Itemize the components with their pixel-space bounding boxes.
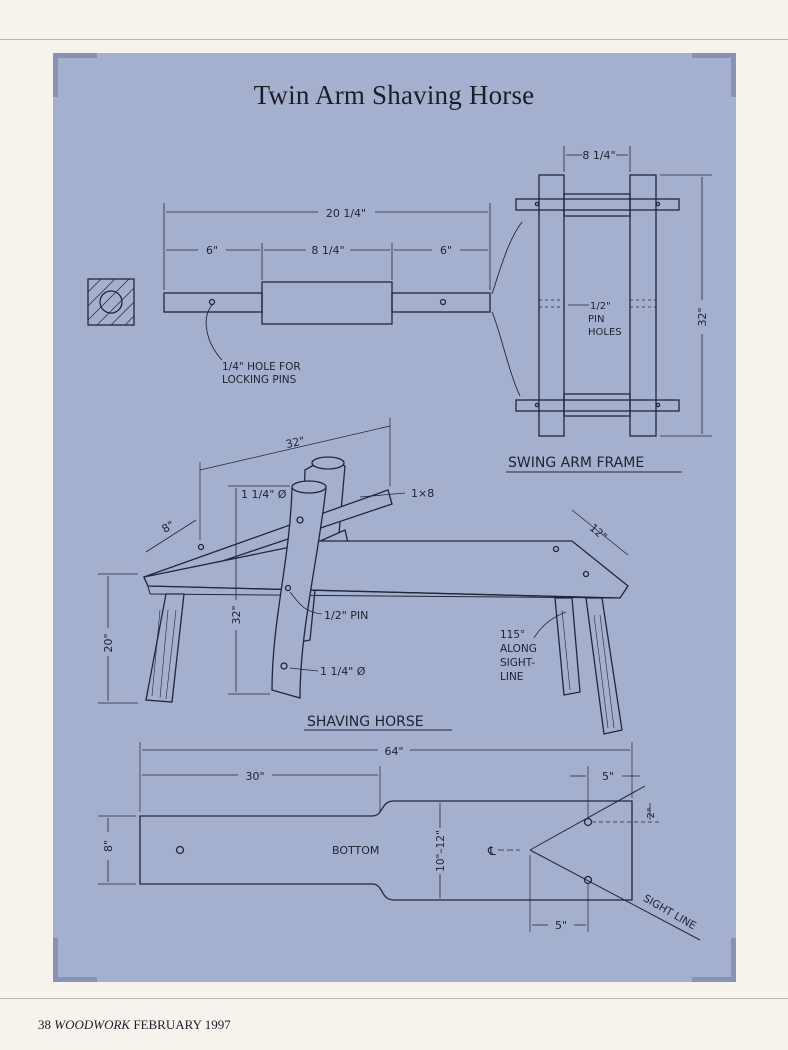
dim-seat-length: 30" [245, 770, 264, 783]
swing-arm-frame-title: SWING ARM FRAME [508, 455, 644, 471]
dim-notch: 5" [602, 770, 614, 783]
top-rule [0, 39, 788, 40]
corner-mark [53, 53, 58, 97]
page-footer: 38 WOODWORK FEBRUARY 1997 [38, 1017, 231, 1033]
half-pin-label: 1/2" PIN [324, 609, 368, 622]
locking-pins-label-2: LOCKING PINS [222, 374, 297, 386]
pin-holes-label-3: HOLES [588, 327, 622, 338]
dim-frame-height: 32" [696, 307, 709, 326]
dim-arm-diameter-top: 1 1/4" Ø [241, 488, 287, 501]
corner-mark [53, 53, 97, 58]
pin-holes-label-1: 1/2" [590, 301, 611, 312]
dim-overall-arm: 20 1/4" [326, 207, 366, 220]
corner-mark [731, 938, 736, 982]
dim-arm-middle: 8 1/4" [311, 244, 344, 257]
dim-notch-bottom: 5" [555, 919, 567, 932]
dim-arm-height: 32" [230, 605, 243, 624]
angle-label-1: 115° [500, 629, 525, 641]
pin-holes-label-2: PIN [588, 314, 604, 325]
page-number: 38 [38, 1017, 51, 1032]
bottom-plan-view [98, 742, 701, 941]
dim-board: 1×8 [411, 487, 434, 500]
swing-arm-frame [506, 146, 712, 473]
dim-front-end-width: 10"–12" [435, 830, 447, 872]
dim-bottom-width: 8" [102, 840, 115, 852]
angle-label-2: ALONG [500, 643, 537, 655]
dim-seat-width: 8" [160, 518, 177, 535]
dim-arm-end-left: 6" [206, 244, 218, 257]
bottom-label: BOTTOM [332, 844, 379, 857]
corner-mark [731, 53, 736, 97]
angle-label-3: SIGHT- [500, 657, 535, 669]
arm-cross-section [87, 278, 135, 326]
corner-mark [53, 977, 97, 982]
dim-arm-end-right: 6" [440, 244, 452, 257]
centerline-symbol: ℄ [487, 844, 496, 858]
dim-arm-diameter-bottom: 1 1/4" Ø [320, 665, 366, 678]
dim-horse-length: 32" [284, 434, 305, 451]
dim-height: 20" [102, 633, 115, 652]
magazine-name: WOODWORK [54, 1017, 131, 1032]
corner-mark [53, 938, 58, 982]
dim-overall-length: 64" [384, 745, 403, 758]
corner-mark [692, 977, 736, 982]
page-title: Twin Arm Shaving Horse [253, 80, 535, 110]
issue-date: FEBRUARY 1997 [133, 1017, 231, 1032]
shaving-horse-title: SHAVING HORSE [307, 714, 424, 730]
dim-offset: 2" [646, 808, 657, 819]
bottom-rule [0, 998, 788, 999]
shaving-horse-perspective [98, 418, 629, 735]
locking-pins-label-1: 1/4" HOLE FOR [222, 361, 301, 373]
corner-mark [692, 53, 736, 58]
dim-frame-width: 8 1/4" [582, 149, 615, 162]
angle-label-4: LINE [500, 671, 523, 683]
sight-line-label: SIGHT LINE [641, 892, 698, 932]
swing-arm-side-view [163, 203, 523, 397]
